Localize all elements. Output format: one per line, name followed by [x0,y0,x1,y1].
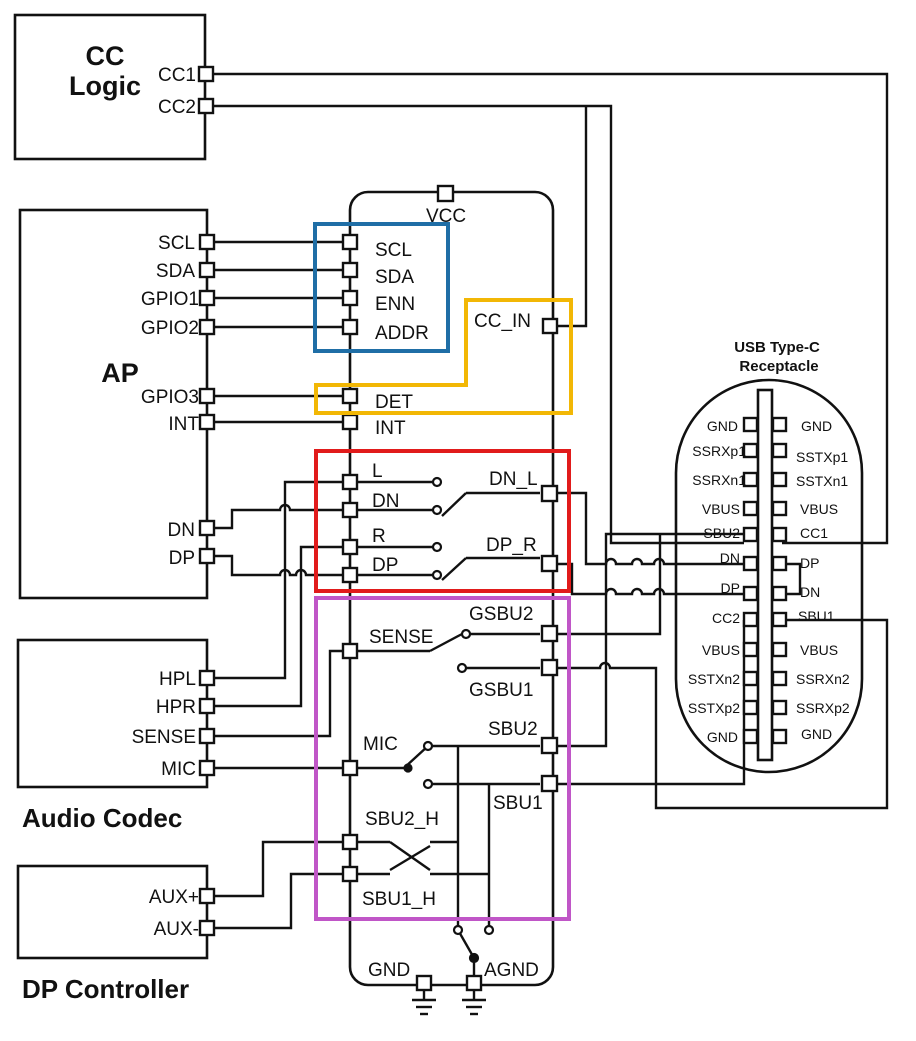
ap-pin-gpio1: GPIO1 [141,289,199,310]
usb-left-pin-2: SSRXp1 [692,443,746,459]
ap-pin-dp: DP [169,548,195,569]
usb-left-pin-7: DP [721,580,740,596]
ic-pin-sda: SDA [375,267,414,288]
audio-pin-hpl: HPL [159,669,196,690]
cc-logic-block [13,13,207,161]
usb-receptacle-outline [674,378,864,774]
usb-switch-out-dn-l: DN_L [489,469,538,490]
cc-logic-pin-cc1: CC1 [158,65,196,86]
dp-pin-aux-plus: AUX+ [149,887,199,908]
usb-right-pin-6: DP [800,555,819,571]
sbu-switch-sbu2-h: SBU2_H [365,809,439,830]
ap-pin-int: INT [168,414,199,435]
usb-left-pin-4: VBUS [702,501,740,517]
dp-pin-aux-minus: AUX- [154,919,199,940]
ic-pin-det: DET [375,392,413,413]
usb-right-pin-1: GND [801,418,832,434]
ic-pin-addr: ADDR [375,323,429,344]
ic-pin-int: INT [375,418,406,439]
usb-left-pin-9: VBUS [702,642,740,658]
usb-switch-out-dp-r: DP_R [486,535,537,556]
sbu-switch-sbu2: SBU2 [488,719,538,740]
ap-pin-gpio2: GPIO2 [141,318,199,339]
ap-title: AP [101,358,139,388]
usb-right-pin-4: VBUS [800,501,838,517]
usb-left-pin-10: SSTXn2 [688,671,740,687]
usb-switch-in-dn: DN [372,491,399,512]
switch-contacts [403,476,495,964]
usb-right-pin-11: SSRXp2 [796,700,850,716]
sbu-switch-sbu1: SBU1 [493,793,543,814]
dp-controller-title: DP Controller [22,974,189,1004]
usb-right-pin-8: SBU1 [798,608,835,624]
i2c-highlight-box [313,222,450,353]
sbu-switch-sbu1-h: SBU1_H [362,889,436,910]
ap-pin-gpio3: GPIO3 [141,387,199,408]
usb-left-pin-11: SSTXp2 [688,700,740,716]
usb-right-pin-2: SSTXp1 [796,449,848,465]
usb-receptacle-title-2: Receptacle [739,358,818,375]
detect-highlight-box [314,298,573,415]
ground-symbols [412,998,486,1016]
usb-switch-in-l: L [372,461,383,482]
pin-squares [197,65,788,992]
usb-switch-in-dp: DP [372,555,398,576]
ic-pin-scl: SCL [375,240,412,261]
ic-pin-enn: ENN [375,294,415,315]
usb-left-pin-12: GND [707,729,738,745]
ap-pin-dn: DN [168,520,195,541]
usb-right-pin-3: SSTXn1 [796,473,848,489]
sbu-switch-mic: MIC [363,734,398,755]
cc-logic-title-1: CC [86,41,125,71]
ap-pin-sda: SDA [156,261,195,282]
usb-left-pin-5: SBU2 [703,525,740,541]
usb-right-pin-5: CC1 [800,525,828,541]
sbu-switch-highlight-box [314,596,571,921]
ic-pin-cc-in: CC_IN [474,311,531,332]
wires [206,72,889,1000]
dp-controller-block [16,864,209,960]
cc-logic-title-2: Logic [69,71,141,101]
usb-left-pin-3: SSRXn1 [692,472,746,488]
ic-agnd-label: AGND [484,960,539,981]
ic-gnd-label: GND [368,960,410,981]
ap-pin-scl: SCL [158,233,195,254]
sbu-switch-gsbu1: GSBU1 [469,680,533,701]
audio-pin-hpr: HPR [156,697,196,718]
usb-switch-highlight-box [314,449,571,593]
audio-pin-sense: SENSE [132,727,196,748]
audio-pin-mic: MIC [161,759,196,780]
audio-codec-title: Audio Codec [22,803,182,833]
sbu-switch-gsbu2: GSBU2 [469,604,533,625]
sbu-switch-sense: SENSE [369,627,433,648]
usb-receptacle-title-1: USB Type-C [734,339,820,356]
usb-right-pin-9: VBUS [800,642,838,658]
usb-right-pin-10: SSRXn2 [796,671,850,687]
usb-receptacle-tongue [756,388,774,762]
usb-left-pin-1: GND [707,418,738,434]
usb-switch-in-r: R [372,526,386,547]
usb-right-pin-12: GND [801,726,832,742]
usb-left-pin-8: CC2 [712,610,740,626]
ic-vcc-label: VCC [426,206,466,227]
cc-logic-pin-cc2: CC2 [158,97,196,118]
usb-right-pin-7: DN [800,584,820,600]
usb-left-pin-6: DN [720,550,740,566]
